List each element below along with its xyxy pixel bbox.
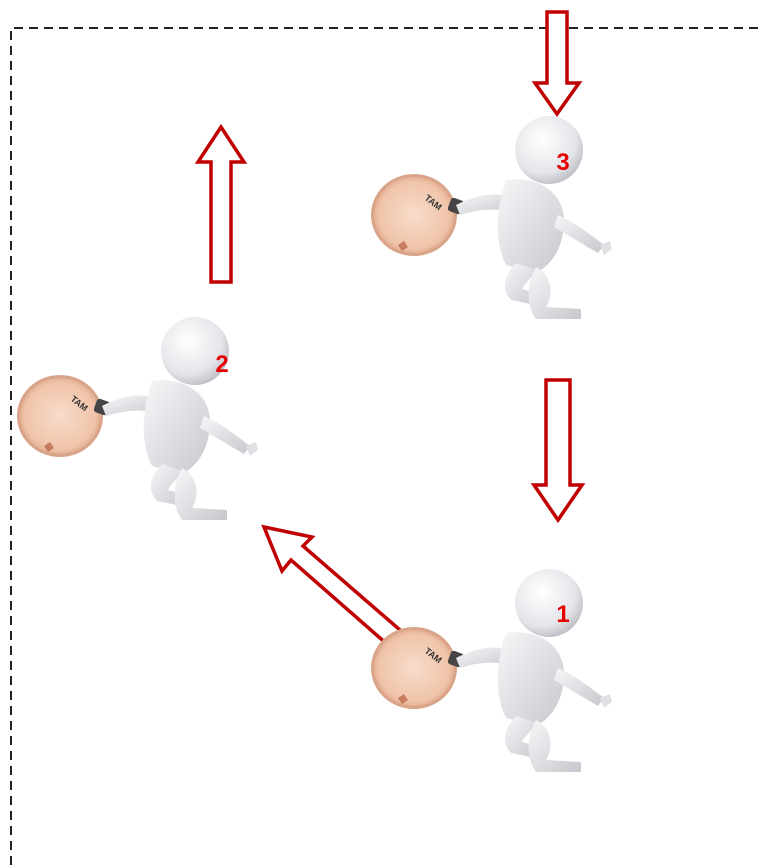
dashed-area-border — [11, 28, 763, 865]
player-3-number: 3 — [556, 149, 569, 176]
arrow-player-3-to-player-1 — [534, 380, 582, 520]
player-1-number: 1 — [556, 601, 569, 628]
arrow-up-above-player-2 — [198, 127, 244, 282]
player-3: 3 — [371, 116, 612, 319]
player-2: 2 — [17, 317, 258, 520]
arrow-player-1-to-player-2 — [264, 527, 400, 645]
player-2-number: 2 — [215, 351, 228, 378]
player-1: 1 — [371, 569, 612, 772]
